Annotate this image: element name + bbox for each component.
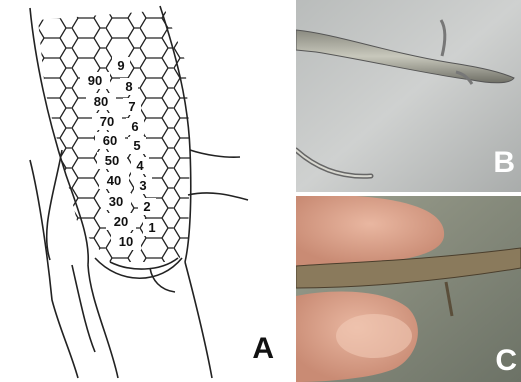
- panel-label-a: A: [252, 334, 274, 364]
- scale-label-left: 70: [100, 114, 114, 129]
- panel-c-photo: C: [296, 196, 521, 382]
- lizard-photo-b: [296, 0, 521, 192]
- scale-label-right: 7: [128, 99, 135, 114]
- scale-label-left: 20: [114, 214, 128, 229]
- scale-label-right: 1: [148, 220, 155, 235]
- scale-label-right: 3: [139, 178, 146, 193]
- scale-label-left: 60: [103, 133, 117, 148]
- scale-label-right: 8: [125, 79, 132, 94]
- scale-label-right: 4: [136, 158, 144, 173]
- scale-label-right: 6: [131, 119, 138, 134]
- scale-label-left: 10: [119, 234, 133, 249]
- scale-label-left: 30: [109, 194, 123, 209]
- lizard-photo-c: [296, 196, 521, 382]
- panel-label-c: C: [495, 346, 517, 376]
- scale-label-right: 5: [133, 138, 140, 153]
- scale-label-left: 40: [107, 173, 121, 188]
- scale-label-left: 80: [94, 94, 108, 109]
- scale-label-left: 90: [88, 73, 102, 88]
- panel-label-b: B: [493, 148, 515, 178]
- scale-label-left: 50: [105, 153, 119, 168]
- panel-b-photo: B: [296, 0, 521, 192]
- scale-label-right: 2: [143, 199, 150, 214]
- scale-label-right: 9: [117, 58, 124, 73]
- scale-diagram: 10 1 20 2 30 3 40 4: [0, 0, 292, 382]
- panel-a-scale-diagram: 10 1 20 2 30 3 40 4: [0, 0, 292, 382]
